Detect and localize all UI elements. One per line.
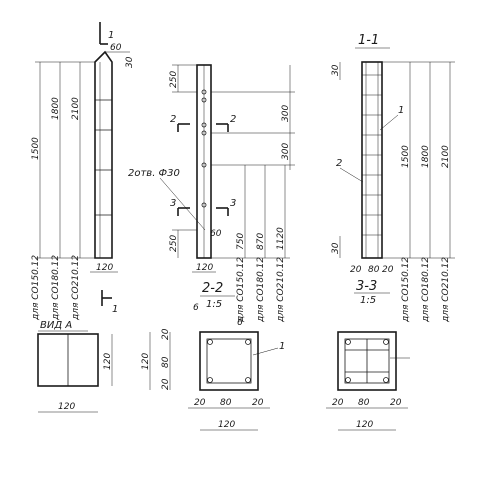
dim-20-s2-left: 20	[194, 398, 206, 408]
cut-label-3-right: 3	[230, 198, 236, 209]
dim-120-view-a-w: 120	[58, 402, 75, 412]
dim-250-bottom: 250	[169, 235, 179, 252]
section-3-3-outline	[337, 331, 397, 391]
dim-2100-left: 2100	[71, 97, 81, 120]
section-2-2-scale: 1:5	[206, 299, 222, 310]
cut-label-2-right: 2	[230, 114, 236, 125]
section-3-3-scale: 1:5	[360, 295, 376, 306]
type-co180-right: для СО180.12	[421, 257, 431, 323]
elevation-left: 1 60 30 1500 1800 2100 для СО150.12 для …	[31, 22, 135, 321]
dim-20-s1-left: 20	[350, 265, 362, 275]
elevation-middle: 2 2 3 3 2отв. Ф30 60 250 250 300 300	[128, 64, 295, 323]
dim-2100-right: 2100	[441, 145, 451, 168]
callout-1-section-2: 1	[279, 341, 285, 352]
dim-870: 870	[256, 233, 266, 250]
dim-20-s2-bottom: 20	[161, 378, 171, 390]
dim-120-s2-w: 120	[218, 420, 235, 430]
type-co180-middle: для СО180.12	[256, 257, 266, 323]
dim-20-s3-left: 20	[332, 398, 344, 408]
type-co180-left: для СО180.12	[51, 255, 61, 321]
callout-1-section-1: 1	[398, 105, 404, 116]
section-3-3: 3-3 1:5 20 80 20 120	[326, 279, 410, 431]
dim-120-view-a-h: 120	[103, 353, 113, 370]
dim-80-s1: 80	[368, 265, 380, 275]
type-co210-left: для СО210.12	[71, 255, 81, 321]
section-3-3-title: 3-3	[356, 279, 377, 294]
section-2-2: 2-2 1:5 6 6 1 120 20 80 20 20 80 20 120	[141, 281, 285, 431]
dim-30-top-left: 30	[125, 56, 135, 68]
cut-label-3-left: 3	[170, 198, 176, 209]
dim-120-middle: 120	[196, 263, 213, 273]
dim-6-left: 6	[193, 303, 199, 313]
type-co150-right: для СО150.12	[401, 257, 411, 323]
dim-20-s2-top: 20	[161, 328, 171, 340]
section-2-2-title: 2-2	[202, 281, 223, 296]
dim-750: 750	[236, 233, 246, 250]
dim-60-middle: 60	[210, 229, 222, 239]
section-1-1: 1-1 1 2 30 30 1500 1800 2100 для СО150.1…	[331, 33, 455, 323]
dim-20-s1-right: 20	[382, 265, 394, 275]
type-co210-middle: для СО210.12	[276, 257, 286, 323]
dim-1500-left: 1500	[31, 137, 41, 160]
dim-300-a: 300	[281, 105, 291, 122]
cut-label-1-bottom: 1	[112, 304, 118, 315]
dim-80-s2-w: 80	[220, 398, 232, 408]
dim-1120: 1120	[276, 227, 286, 250]
dim-120-left: 120	[96, 263, 113, 273]
dim-120-s3-w: 120	[356, 420, 373, 430]
cut-label-2-left: 2	[170, 114, 176, 125]
dim-20-s2-right: 20	[252, 398, 264, 408]
type-co150-left: для СО150.12	[31, 255, 41, 321]
view-a-title: ВИД А	[40, 320, 72, 331]
type-co150-middle: для СО150.12	[236, 257, 246, 323]
dim-6-right: 6	[237, 318, 243, 328]
dim-30-s1-bottom: 30	[331, 242, 341, 254]
callout-2-section-1: 2	[336, 158, 342, 169]
dim-80-s3-w: 80	[358, 398, 370, 408]
dim-80-s2-v: 80	[161, 356, 171, 368]
dim-1800-left: 1800	[51, 97, 61, 120]
dim-300-b: 300	[281, 143, 291, 160]
section-2-2-outline	[199, 331, 259, 391]
dim-1500-right: 1500	[401, 145, 411, 168]
dim-20-s3-right: 20	[390, 398, 402, 408]
dim-250-top: 250	[169, 71, 179, 88]
dim-60-top: 60	[110, 43, 122, 53]
post-outline-left	[94, 50, 113, 259]
dim-120-s2-h: 120	[141, 353, 151, 370]
hole-note: 2отв. Ф30	[128, 168, 180, 179]
type-co210-right: для СО210.12	[441, 257, 451, 323]
view-a: ВИД А 120 120	[37, 320, 113, 413]
dim-1800-right: 1800	[421, 145, 431, 168]
section-1-1-title: 1-1	[358, 33, 379, 48]
dim-30-s1-top: 30	[331, 64, 341, 76]
cut-label-1-top: 1	[108, 30, 114, 41]
cage-outline	[361, 61, 383, 259]
